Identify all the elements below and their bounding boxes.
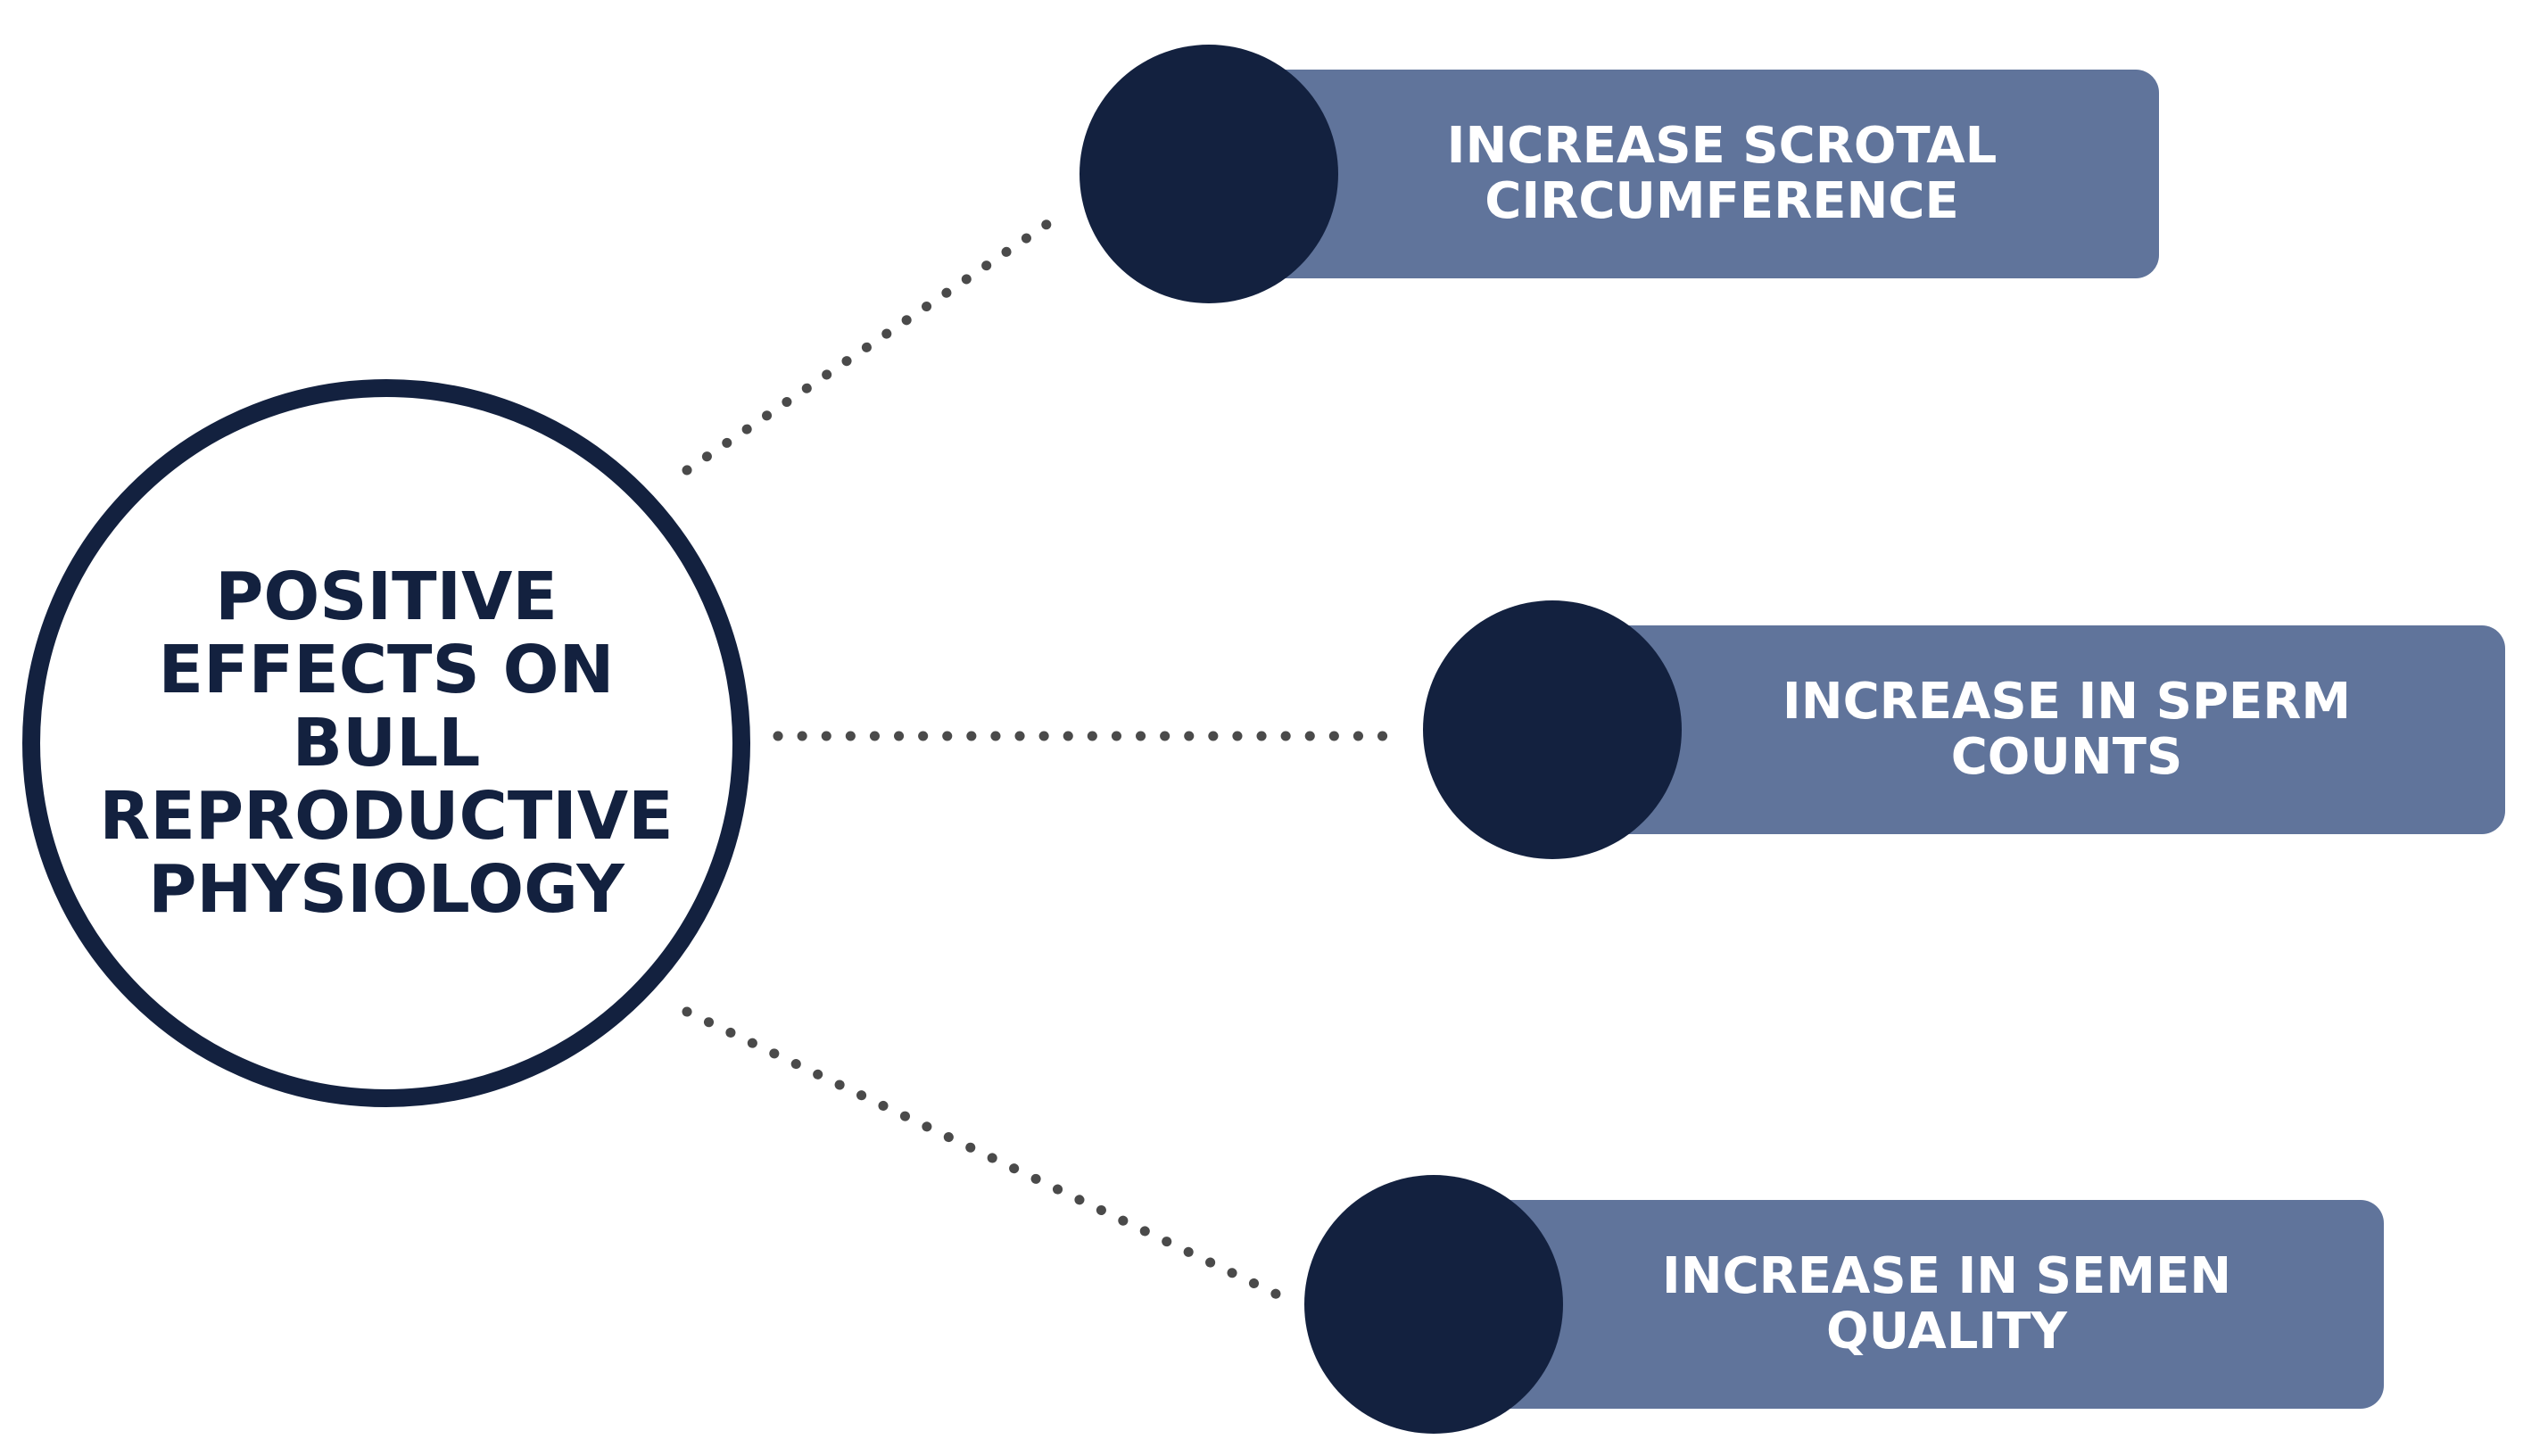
effect-label-line: QUALITY xyxy=(1826,1303,2067,1361)
connector-bottom xyxy=(682,1006,1290,1303)
effect-label-line: COUNTS xyxy=(1950,728,2183,786)
effect-label: INCREASE IN SPERM COUNTS xyxy=(1783,674,2351,785)
effect-label-line: CIRCUMFERENCE xyxy=(1485,172,1959,230)
effect-bullet-circle xyxy=(1304,1175,1563,1434)
effect-pill: INCREASE IN SEMEN QUALITY xyxy=(1429,1200,2384,1409)
center-title-line: BULL xyxy=(292,705,481,782)
center-title-line: EFFECTS ON xyxy=(158,632,615,708)
effect-bullet-circle xyxy=(1080,45,1338,303)
effect-label-line: INCREASE IN SPERM xyxy=(1782,673,2352,731)
effect-pill: INCREASE IN SPERM COUNTS xyxy=(1548,625,2505,834)
effect-label: INCREASE SCROTAL CIRCUMFERENCE xyxy=(1447,119,1998,229)
effect-pill: INCREASE SCROTAL CIRCUMFERENCE xyxy=(1204,70,2159,278)
effect-label: INCREASE IN SEMEN QUALITY xyxy=(1662,1249,2231,1360)
effect-bullet-circle xyxy=(1423,600,1682,859)
center-concept-circle: POSITIVE EFFECTS ON BULL REPRODUCTIVE PH… xyxy=(22,379,750,1107)
center-title-line: PHYSIOLOGY xyxy=(148,851,625,928)
effect-semen-quality: INCREASE IN SEMEN QUALITY xyxy=(1304,1175,2384,1434)
center-concept-title: POSITIVE EFFECTS ON BULL REPRODUCTIVE PH… xyxy=(65,560,707,926)
connector-top xyxy=(682,209,1067,476)
center-title-line: REPRODUCTIVE xyxy=(99,778,674,855)
effect-label-line: INCREASE IN SEMEN xyxy=(1661,1247,2232,1305)
effect-label-line: INCREASE SCROTAL xyxy=(1446,117,1998,175)
center-title-line: POSITIVE xyxy=(215,558,558,635)
effect-sperm-counts: INCREASE IN SPERM COUNTS xyxy=(1423,600,2505,859)
effect-scrotal-circumference: INCREASE SCROTAL CIRCUMFERENCE xyxy=(1080,45,2159,303)
